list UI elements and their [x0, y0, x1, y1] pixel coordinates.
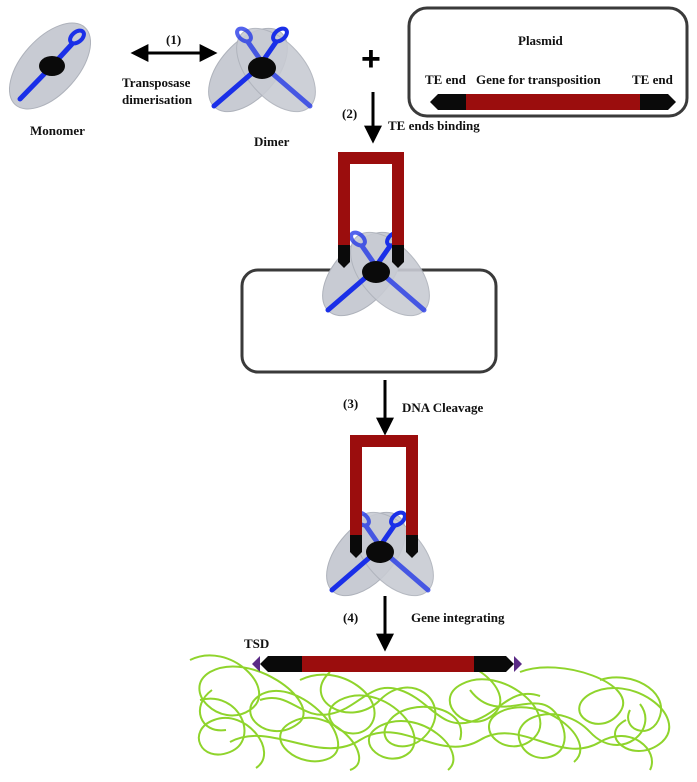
tsd-label: TSD	[244, 636, 269, 651]
step3-label: DNA Cleavage	[402, 400, 483, 415]
integrated-gene-segment	[302, 656, 474, 672]
dimer-label: Dimer	[254, 134, 290, 149]
step1-label-line2: dimerisation	[122, 92, 193, 107]
plasmid-gene-label: Gene for transposition	[476, 72, 601, 87]
tsd-right	[514, 656, 522, 672]
integrated-te-end-right	[474, 656, 514, 672]
plasmid: Plasmid TE end Gene for transposition TE…	[407, 6, 689, 118]
te-end-right	[640, 94, 676, 110]
step2-number: (2)	[342, 106, 357, 121]
integrated-gene	[252, 656, 522, 672]
step3-number: (3)	[343, 396, 358, 411]
plasmid-title: Plasmid	[518, 33, 564, 48]
integrated-te-end-left	[260, 656, 302, 672]
bound-complex	[240, 152, 498, 374]
step1-number: (1)	[166, 32, 181, 47]
dimer-complex	[194, 14, 331, 126]
plus-sign: +	[361, 40, 381, 78]
te-end-left	[430, 94, 466, 110]
plasmid-te-end-left: TE end	[425, 72, 467, 87]
step2-label: TE ends binding	[388, 118, 480, 133]
cleaved-complex	[312, 435, 449, 610]
monomer-complex	[8, 22, 92, 110]
monomer-label: Monomer	[30, 123, 85, 138]
plasmid-te-end-right: TE end	[632, 72, 674, 87]
tsd-left	[252, 656, 260, 672]
gene-segment	[466, 94, 640, 110]
step1-label-line1: Transposase	[122, 75, 191, 90]
step4-number: (4)	[343, 610, 358, 625]
step4-label: Gene integrating	[411, 610, 505, 625]
genomic-dna	[189, 654, 671, 771]
